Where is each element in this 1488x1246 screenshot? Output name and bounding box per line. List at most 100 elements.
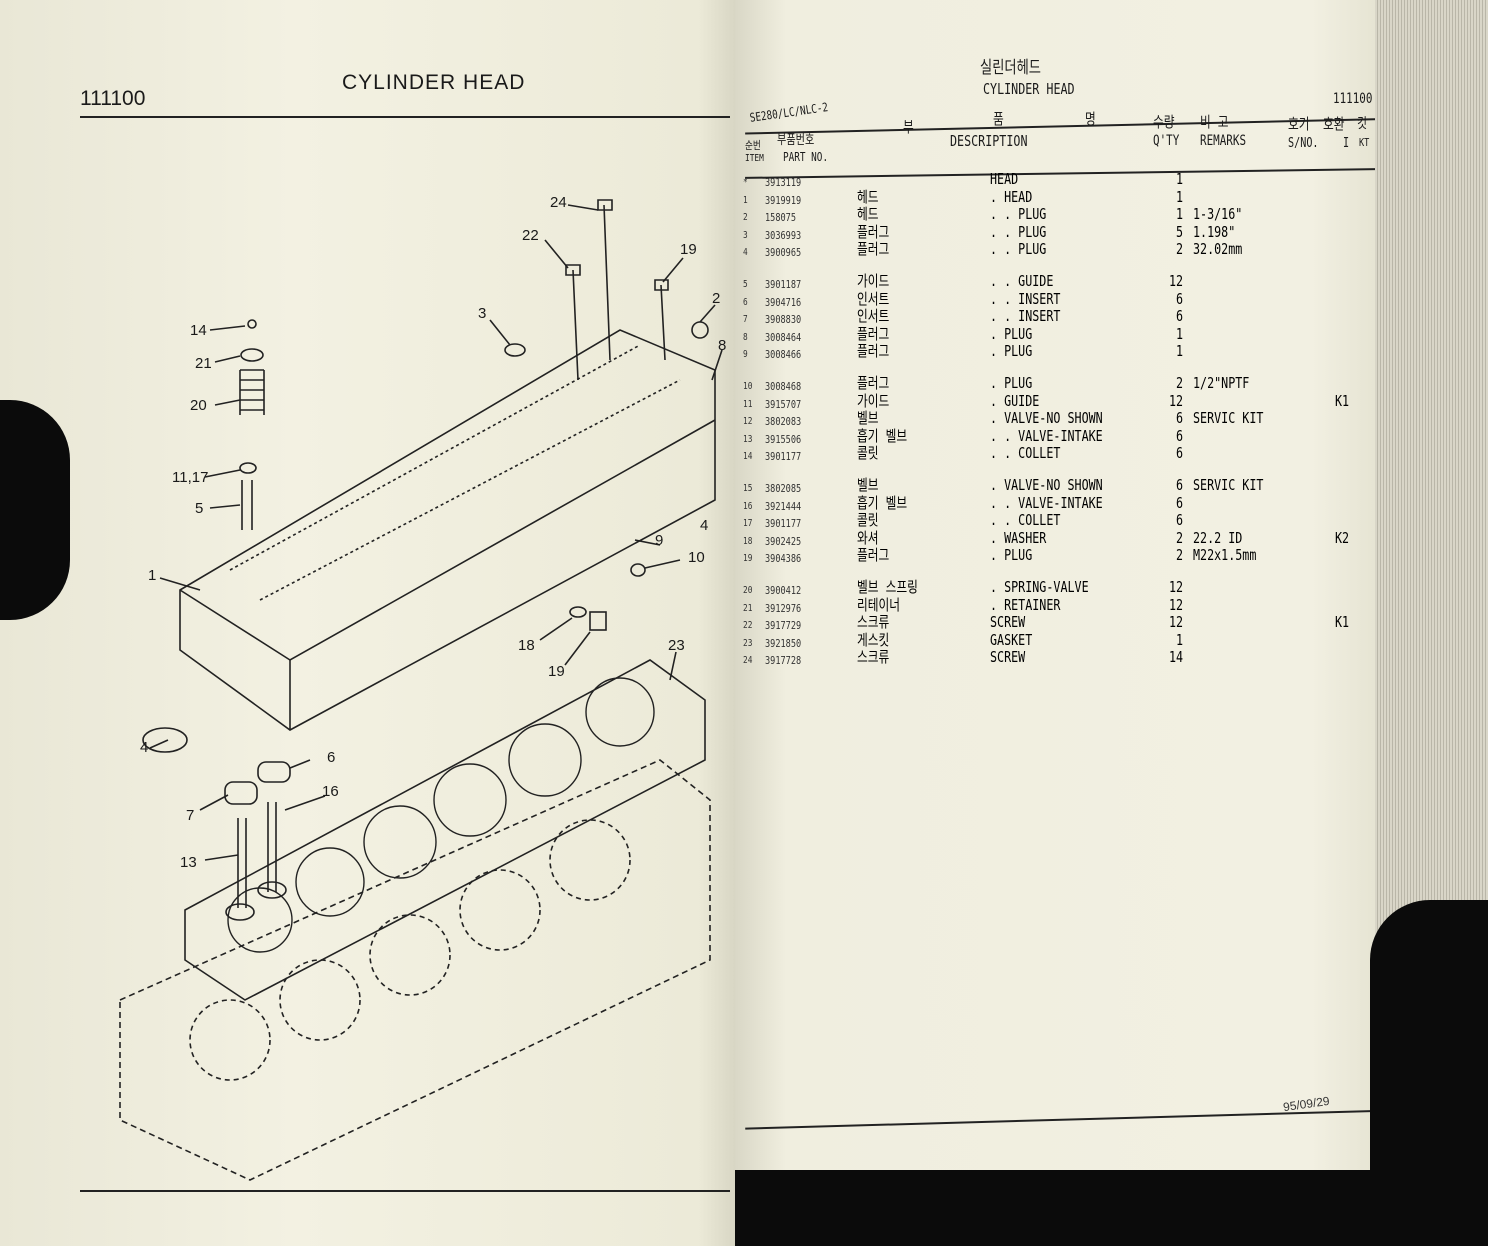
item-number: 3 (743, 229, 748, 241)
remarks: 22.2 ID (1193, 528, 1243, 547)
callout-label: 7 (186, 807, 194, 824)
part-number: 3904386 (765, 552, 802, 566)
description: . PLUG (990, 342, 1033, 361)
callout-label: 18 (518, 637, 535, 654)
part-number: 3921444 (765, 499, 802, 513)
item-number: 24 (743, 655, 753, 667)
description: . HEAD (990, 187, 1033, 206)
item-number: * (743, 177, 748, 188)
item-number: 13 (743, 433, 753, 445)
quantity: 5 (1175, 222, 1183, 241)
quantity: 6 (1175, 476, 1183, 494)
description: . VALVE-NO SHOWN (990, 476, 1103, 494)
header-qty-ko: 수량 (1153, 113, 1175, 131)
description: . . GUIDE (990, 272, 1054, 290)
header-desc-ko-2: 품 (993, 110, 1004, 128)
header-kit: KT (1359, 136, 1370, 149)
quantity: 1 (1175, 324, 1183, 343)
item-number: 18 (743, 535, 753, 547)
description: . WASHER (990, 528, 1047, 547)
item-number: 10 (743, 381, 753, 392)
part-number: 3901177 (765, 517, 802, 531)
header-desc-ko-3: 명 (1085, 110, 1096, 128)
callout-label: 10 (688, 549, 705, 566)
thumb-left (0, 400, 70, 620)
part-number: 158075 (765, 211, 797, 225)
quantity: 1 (1175, 187, 1183, 206)
korean-name: 흡기 벨브 (857, 493, 908, 512)
part-number: 3008466 (765, 348, 802, 362)
korean-name: 인서트 (857, 289, 890, 308)
korean-name: 벨브 (857, 476, 879, 494)
description: SCREW (990, 648, 1026, 667)
header-remarks-ko: 비 고 (1200, 113, 1229, 131)
description: . . VALVE-INTAKE (990, 426, 1103, 445)
korean-name: 와셔 (857, 528, 879, 547)
part-number: 3915506 (765, 432, 802, 446)
item-number: 2 (743, 212, 748, 224)
quantity: 12 (1168, 613, 1183, 632)
quantity: 2 (1175, 240, 1183, 259)
callout-label: 1 (148, 567, 156, 584)
quantity: 12 (1168, 391, 1183, 410)
description: . . PLUG (990, 222, 1047, 241)
quantity: 12 (1168, 595, 1183, 614)
section-code: 111100 (1333, 91, 1373, 107)
description: . VALVE-NO SHOWN (990, 409, 1103, 428)
quantity: 1 (1175, 630, 1183, 649)
quantity: 6 (1175, 511, 1183, 530)
description: . . INSERT (990, 307, 1061, 326)
item-number: 15 (743, 483, 753, 494)
thumb-right (1370, 900, 1488, 1246)
callout-label: 24 (550, 194, 567, 211)
remarks: SERVIC KIT (1193, 409, 1264, 428)
callout-label: 8 (718, 337, 726, 354)
korean-name: 벨브 스프링 (857, 578, 918, 596)
callout-label: 16 (322, 783, 339, 800)
callout-label: 9 (655, 532, 663, 549)
korean-name: 헤드 (857, 205, 879, 224)
quantity: 6 (1175, 444, 1183, 463)
header-sno-ko: 호기 (1288, 115, 1310, 133)
item-number: 23 (743, 637, 753, 649)
header-interchange-ko: 호환 (1323, 115, 1345, 133)
korean-name: 게스킷 (857, 630, 890, 649)
quantity: 14 (1168, 648, 1183, 667)
korean-name: 플러그 (857, 240, 890, 259)
korean-name: 플러그 (857, 546, 890, 565)
description: . . COLLET (990, 444, 1061, 463)
korean-name: 인서트 (857, 307, 890, 326)
header-item-ko: 순번 (745, 139, 761, 152)
remarks: 1-3/16" (1193, 205, 1243, 224)
header-sno: S/NO. (1288, 136, 1319, 151)
part-number: 3008468 (765, 380, 802, 393)
item-number: 7 (743, 314, 748, 326)
remarks: 32.02mm (1193, 240, 1243, 259)
item-number: 16 (743, 500, 753, 512)
remarks: 1/2"NPTF (1193, 374, 1250, 392)
part-number: 3912976 (765, 601, 802, 615)
cylinder-block (119, 759, 711, 1181)
part-number: 3900965 (765, 246, 802, 260)
callout-label: 13 (180, 854, 197, 871)
spring (239, 369, 265, 415)
part-number: 3917729 (765, 619, 802, 633)
item-number: 22 (743, 620, 753, 632)
callout-label: 14 (190, 322, 207, 339)
quantity: 12 (1168, 578, 1183, 596)
kit: K1 (1335, 613, 1350, 632)
callout-label: 2 (712, 290, 720, 307)
part-number: 3919919 (765, 193, 802, 207)
description: . GUIDE (990, 391, 1040, 410)
part-number: 3917728 (765, 654, 802, 668)
